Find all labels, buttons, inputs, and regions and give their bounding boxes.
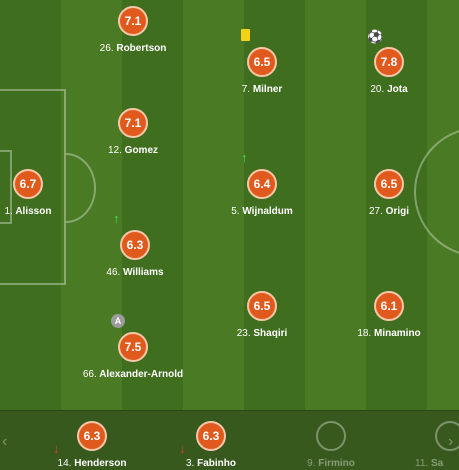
player-label: 23. Shaqiri [236, 328, 288, 339]
rating-badge: 7.1 [118, 6, 148, 36]
player-label: 26. Robertson [99, 43, 167, 54]
goal-area [0, 150, 12, 224]
rating-badge: 7.5 [118, 332, 148, 362]
assist-icon: A [111, 314, 125, 328]
player-alisson[interactable]: 6.7 1. Alisson [0, 169, 83, 233]
sub-fabinho[interactable]: 6.3 ↓ 3. Fabinho [161, 411, 261, 469]
player-alexander-arnold[interactable]: 7.5 66. Alexander-Arnold [78, 332, 188, 396]
rating-badge: 6.4 [247, 169, 277, 199]
rating-badge: 7.8 [374, 47, 404, 77]
sub-henderson[interactable]: 6.3 ↓ 14. Henderson [42, 411, 142, 469]
rating-badge: 6.5 [247, 47, 277, 77]
sub-out-arrow-icon: ↓ [53, 441, 60, 456]
rating-badge: 6.7 [13, 169, 43, 199]
rating-badge: 6.5 [374, 169, 404, 199]
player-label: 18. Minamino [357, 328, 421, 339]
player-minamino[interactable]: 6.1 18. Minamino [334, 291, 444, 355]
player-label: 11. Sa [415, 458, 444, 469]
bench-prev-icon[interactable]: ‹ [2, 433, 8, 450]
player-label: 46. Williams [106, 267, 164, 278]
player-label: 27. Origi [368, 206, 410, 217]
sub-in-arrow-icon: ↑ [241, 150, 248, 165]
yellow-card-icon [241, 29, 250, 41]
sub-in-arrow-icon: ↑ [113, 211, 120, 226]
player-wijnaldum[interactable]: 6.4 5. Wijnaldum [207, 169, 317, 233]
pitch: 7.1 26. Robertson 6.5 7. Milner 7.8 20. … [0, 0, 459, 410]
rating-badge-empty [435, 421, 459, 451]
player-label: 14. Henderson [57, 458, 127, 469]
rating-badge: 6.3 [196, 421, 226, 451]
player-label: 66. Alexander-Arnold [82, 369, 184, 380]
rating-badge: 6.1 [374, 291, 404, 321]
player-jota[interactable]: 7.8 20. Jota [334, 47, 444, 111]
rating-badge: 6.5 [247, 291, 277, 321]
player-label: 1. Alisson [4, 206, 52, 217]
rating-badge: 7.1 [118, 108, 148, 138]
player-label: 9. Firmino [307, 458, 355, 469]
player-label: 12. Gomez [107, 145, 159, 156]
player-label: 3. Fabinho [185, 458, 236, 469]
rating-badge: 6.3 [120, 230, 150, 260]
sub-firmino[interactable]: 9. Firmino [281, 411, 381, 469]
player-milner[interactable]: 6.5 7. Milner [207, 47, 317, 111]
sub-out-arrow-icon: ↓ [179, 441, 186, 456]
rating-badge: 6.3 [77, 421, 107, 451]
rating-badge-empty [316, 421, 346, 451]
bench-strip: ‹ 6.3 ↓ 14. Henderson 6.3 ↓ 3. Fabinho 9… [0, 410, 459, 470]
player-label: 5. Wijnaldum [231, 206, 293, 217]
player-label: 7. Milner [241, 84, 283, 95]
player-label: 20. Jota [370, 84, 408, 95]
player-origi[interactable]: 6.5 27. Origi [334, 169, 444, 233]
sub-partial[interactable]: 11. Sa [400, 411, 459, 469]
bench-next-icon[interactable]: › [448, 433, 454, 450]
player-gomez[interactable]: 7.1 12. Gomez [78, 108, 188, 172]
penalty-box [0, 89, 66, 285]
player-robertson[interactable]: 7.1 26. Robertson [78, 6, 188, 70]
player-williams[interactable]: 6.3 46. Williams [80, 230, 190, 294]
goal-ball-icon: ⚽ [367, 29, 384, 44]
player-shaqiri[interactable]: 6.5 23. Shaqiri [207, 291, 317, 355]
